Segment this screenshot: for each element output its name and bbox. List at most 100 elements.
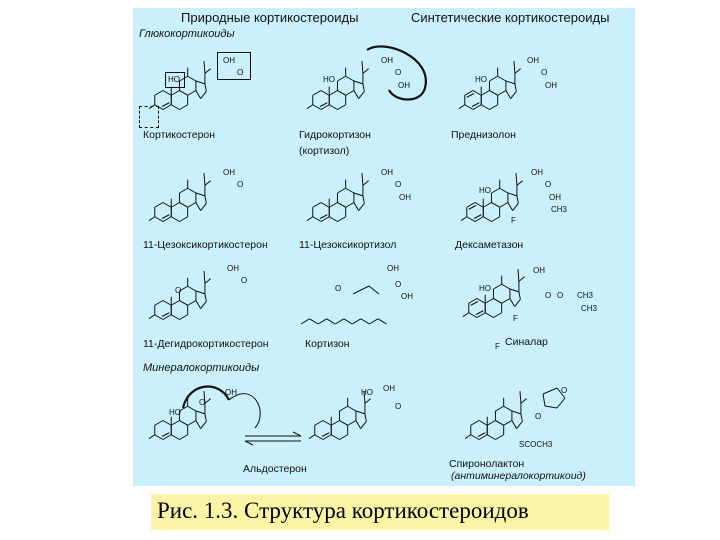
atom-oh: OH <box>227 264 239 273</box>
bond <box>509 288 520 293</box>
bond <box>360 421 367 429</box>
bond <box>353 90 360 99</box>
bond <box>515 173 518 186</box>
bond <box>339 420 348 426</box>
bond <box>328 90 338 96</box>
atom-oh: OH <box>383 384 395 393</box>
bond <box>464 90 474 96</box>
bond <box>204 293 207 302</box>
bond <box>369 318 379 325</box>
bond <box>516 421 523 429</box>
bond <box>195 420 202 429</box>
bond <box>475 310 484 315</box>
atom-oh: OH <box>531 168 543 177</box>
bond <box>312 202 322 208</box>
label-deoxycortisol: 11-Цезоксикортизол <box>299 239 397 251</box>
bond <box>154 420 164 426</box>
bond <box>179 75 188 82</box>
bond <box>244 440 254 446</box>
label-spironolactone-note: (антиминералокортикоид) <box>451 470 586 482</box>
bond <box>154 202 164 208</box>
bond <box>320 216 330 222</box>
atom-o: O <box>541 68 548 77</box>
bond <box>204 68 211 74</box>
atom-ho: HO <box>475 75 487 84</box>
bond <box>154 314 164 320</box>
bond <box>477 432 486 437</box>
bond <box>556 397 566 409</box>
bond <box>179 187 188 194</box>
bond <box>309 318 319 325</box>
bond <box>495 405 504 412</box>
bond <box>473 214 482 219</box>
bond <box>312 104 322 110</box>
bond <box>326 318 336 325</box>
bond <box>203 173 206 186</box>
bond <box>466 93 475 98</box>
atom-oh: OH <box>533 266 545 275</box>
bond <box>187 202 197 208</box>
bond <box>347 420 357 426</box>
bond <box>460 216 468 221</box>
bond <box>509 298 516 307</box>
bond <box>162 202 172 208</box>
label-prednisolone: Преднизолон <box>451 129 516 141</box>
bond <box>377 318 387 325</box>
bond <box>495 434 504 440</box>
bond <box>339 434 348 440</box>
bond <box>480 104 490 110</box>
bond <box>355 420 362 429</box>
atom-oh: OH <box>398 81 410 90</box>
label-dexamethasone: Дексаметазон <box>455 239 524 251</box>
bond <box>470 434 480 440</box>
bond <box>486 434 496 440</box>
atom-ch3: CH3 <box>551 205 568 214</box>
bond <box>511 410 522 415</box>
bond <box>462 312 470 317</box>
bond <box>505 80 516 85</box>
bond <box>334 318 345 325</box>
bond <box>497 75 507 82</box>
highlight-box-dashed <box>139 106 159 128</box>
bond <box>292 431 302 437</box>
bond <box>330 420 340 426</box>
atom-o: O <box>237 68 244 77</box>
atom-sco: SCOCH3 <box>519 440 553 449</box>
label-hydrocortisone-alt: (кортизол) <box>299 145 350 157</box>
bond <box>470 420 480 426</box>
bond <box>478 420 488 426</box>
bond <box>542 393 546 407</box>
bond <box>347 405 357 412</box>
bond <box>514 83 517 92</box>
bond <box>204 195 207 204</box>
bond <box>493 298 502 304</box>
atom-o: O <box>237 180 244 189</box>
bond <box>320 202 330 208</box>
bond <box>162 434 172 440</box>
bond <box>520 413 523 422</box>
bond <box>306 216 314 221</box>
bond <box>337 187 346 194</box>
bond <box>363 391 366 404</box>
bond <box>474 202 484 208</box>
bond <box>486 420 496 426</box>
bond <box>464 434 472 439</box>
bond <box>179 202 188 208</box>
bond <box>179 420 188 426</box>
bond <box>345 202 355 208</box>
bond <box>471 102 480 107</box>
bond <box>337 202 346 208</box>
bond <box>517 269 520 282</box>
figure-panel: Природные кортикостероиды Синтетические … <box>133 8 635 486</box>
atom-o: O <box>557 291 564 300</box>
bond <box>361 173 364 186</box>
bond <box>200 91 207 99</box>
bond <box>300 318 310 325</box>
bond <box>322 420 332 426</box>
atom-o: O <box>395 180 402 189</box>
bond <box>200 421 207 429</box>
atom-f: F <box>511 216 516 225</box>
bond <box>478 434 488 440</box>
atom-o: O <box>545 180 552 189</box>
header-natural: Природные кортикостероиды <box>181 10 359 25</box>
